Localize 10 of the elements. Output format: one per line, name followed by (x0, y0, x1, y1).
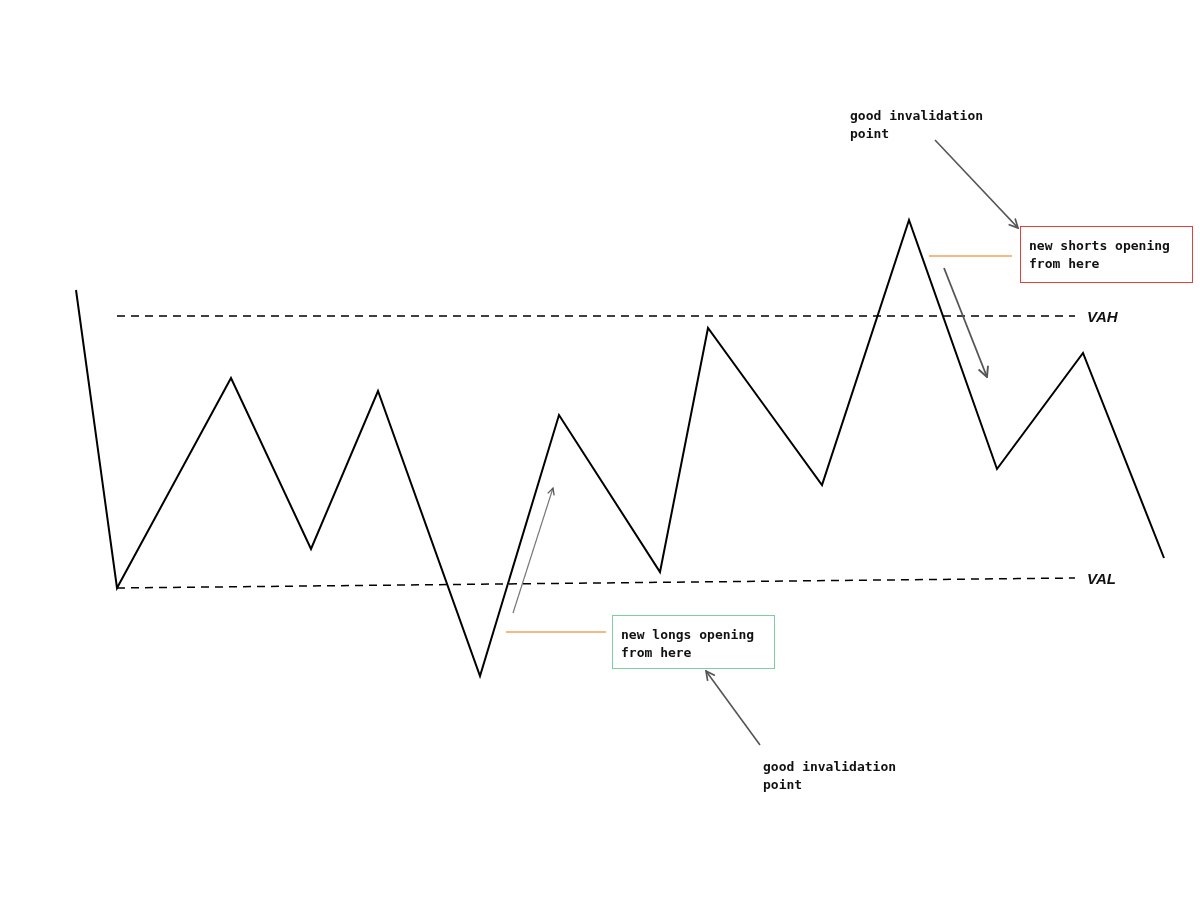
arrow (934, 139, 1019, 229)
annotation-text: good invalidation point (850, 107, 1020, 143)
callout-box: new shorts opening from here (1020, 226, 1193, 283)
level-label: VAL (1087, 570, 1116, 587)
annotation-text: good invalidation point (763, 758, 933, 794)
level-label: VAH (1087, 308, 1118, 325)
arrow (705, 670, 761, 746)
leader-line (505, 631, 607, 633)
leader-line (928, 255, 1013, 257)
callout-box: new longs opening from here (612, 615, 775, 669)
